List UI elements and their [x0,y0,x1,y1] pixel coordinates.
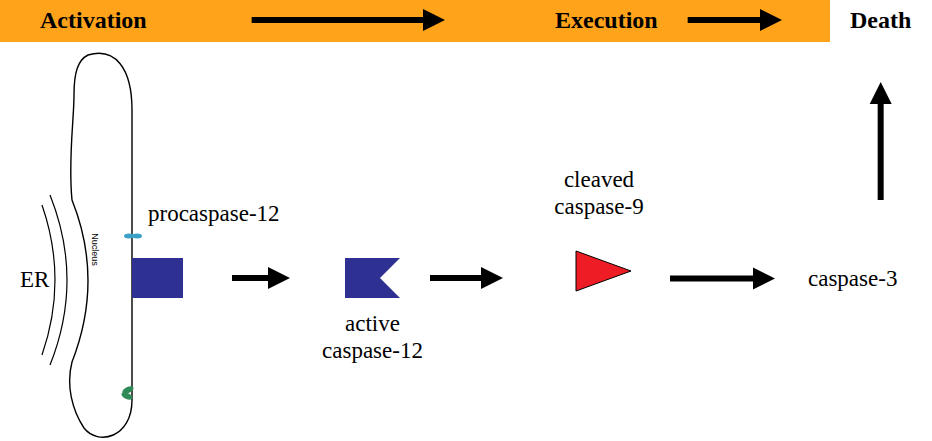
arrow-shaft [232,275,272,281]
caspase-label: caspase-3 [808,265,897,292]
membrane-protein [120,391,133,402]
procaspase-box: procaspase-12 [132,258,183,298]
arrowhead [268,267,290,289]
arrowhead [870,82,892,104]
arrowhead [753,268,775,290]
arrow-connector [430,267,503,289]
node-label: cleaved caspase-9 [539,166,659,220]
outcome-label: Death [850,6,911,34]
active-caspase-symbol [345,258,400,298]
node-shape [345,258,400,298]
cleaved-caspase-symbol [576,251,631,291]
arrow-connector [688,9,782,31]
arrow-connector [252,9,445,31]
phase-label: Execution [555,6,658,34]
node-label: Nucleus [89,233,100,266]
membrane-protein [132,234,142,239]
arrowhead [423,9,445,31]
node-label: active caspase-12 [305,310,440,364]
arrow-connector [870,82,892,200]
phase-label: Activation [40,6,147,34]
node-label: Activation [40,6,147,34]
arrowhead [760,9,782,31]
arrow-shaft [252,17,427,23]
arrowhead [481,267,503,289]
arrow-connector [232,267,290,289]
er-membrane [70,53,132,437]
arrow-shaft [688,17,764,23]
node-label: caspase-3 [808,265,897,292]
arrow-connector [670,268,775,290]
nuclear-membrane [50,195,67,365]
arrow-shaft [670,276,757,282]
er-outline: ERNucleus [40,50,195,441]
node-label: Death [850,6,911,34]
active-caspase-shape: active caspase-12 [345,258,400,298]
caspase-triangle: cleaved caspase-9 [575,250,632,292]
node-shape [40,50,195,441]
procaspase-square [132,258,183,298]
node-label: ER [20,266,49,293]
arrow-shaft [878,100,884,200]
arrow-shaft [430,275,485,281]
node-shape [132,258,183,298]
node-label: Execution [555,6,658,34]
node-shape [575,250,632,292]
node-label: procaspase-12 [148,200,280,227]
